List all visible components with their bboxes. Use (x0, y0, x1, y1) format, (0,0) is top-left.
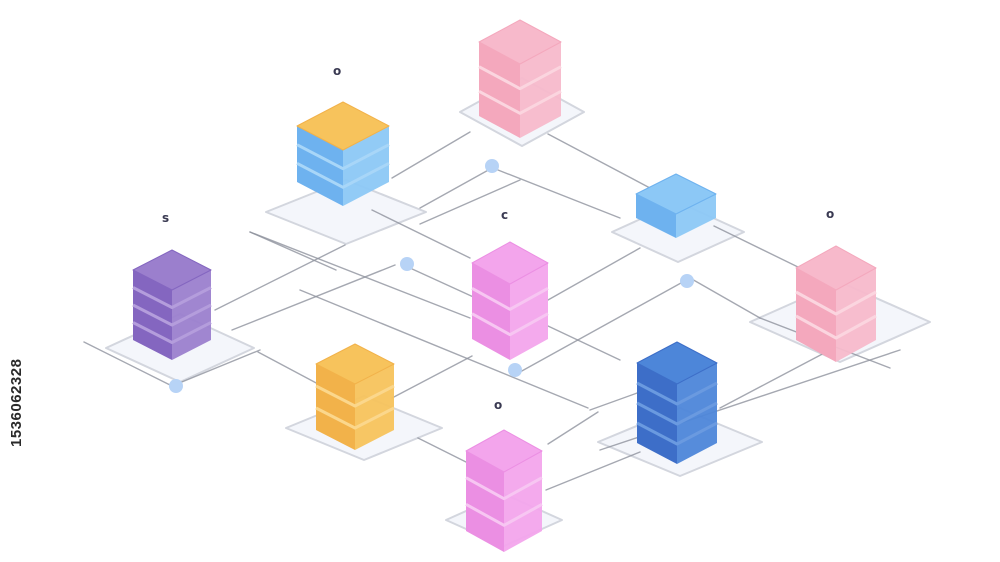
junction-dot-3 (680, 274, 694, 288)
junction-dot-1 (485, 159, 499, 173)
node-purple-band-3 (132, 321, 212, 344)
node-blue-small-right-face (676, 194, 716, 238)
glyph-label-4: o (826, 207, 834, 221)
side-id-text: 1536062328 (8, 358, 25, 448)
node-orange-blue-top-face (296, 101, 390, 151)
node-blue-dark-band-2 (636, 401, 718, 426)
node-magenta-center-right-face (510, 263, 548, 360)
junction-dots (169, 159, 694, 393)
node-purple-band-2 (132, 303, 212, 327)
node-magenta-bottom-right-face (504, 451, 542, 552)
node-pink-top-right-face (520, 42, 561, 138)
node-pink-right-left-face (796, 268, 836, 362)
connector-line-14 (547, 247, 641, 301)
node-orange-bottom-top-face (315, 343, 395, 385)
node-magenta-center (471, 241, 549, 360)
connector-line-11 (409, 267, 481, 301)
connector-line-27 (299, 289, 589, 409)
connector-line-9 (171, 349, 261, 387)
glyph-label-1: o (333, 64, 341, 78)
node-orange-bottom (315, 343, 395, 450)
connector-lines (83, 131, 901, 491)
connector-line-12 (257, 351, 321, 386)
node-pink-right-top-face (795, 245, 877, 291)
connector-line-16 (519, 277, 691, 373)
node-orange-blue (296, 101, 390, 206)
connector-line-8 (83, 341, 173, 387)
node-magenta-center-band-2 (471, 312, 549, 337)
node-orange-bottom-band-2 (315, 406, 395, 430)
node-pink-top-band-2 (478, 90, 562, 115)
node-pink-top-left-face (479, 42, 520, 138)
node-orange-blue-right-face (343, 126, 389, 206)
node-pink-right (795, 245, 877, 362)
node-magenta-bottom (465, 429, 543, 552)
node-magenta-bottom-top-face (465, 429, 543, 473)
connector-line-1 (391, 131, 471, 179)
junction-dot-2 (400, 257, 414, 271)
node-blue-small-top-face (635, 173, 717, 215)
node-pink-top-band-1 (478, 65, 562, 91)
node-pink-right-band-2 (795, 314, 877, 340)
connector-line-4 (547, 133, 651, 189)
connector-line-6 (249, 231, 471, 319)
node-magenta-center-top-face (471, 241, 549, 285)
connector-line-5 (371, 209, 471, 259)
node-pink-top-top-face (478, 19, 562, 65)
glyph-label-3: c (501, 208, 508, 222)
node-orange-blue-band-2 (296, 162, 390, 189)
connector-line-18 (713, 225, 801, 269)
node-magenta-center-band-1 (471, 287, 549, 311)
node-magenta-bottom-band-1 (465, 476, 543, 501)
junction-dot-5 (169, 379, 183, 393)
connector-line-7 (214, 244, 346, 311)
connector-line-10 (231, 264, 396, 331)
connector-line-24 (547, 411, 599, 445)
node-magenta-bottom-left-face (466, 451, 504, 552)
node-magenta-center-left-face (472, 263, 510, 360)
node-orange-blue-band-1 (296, 143, 390, 171)
connector-line-23 (545, 451, 641, 491)
node-labels: o s c o o (162, 64, 834, 412)
node-purple (132, 249, 212, 360)
glyph-label-5: o (494, 398, 502, 412)
node-pink-top (478, 19, 562, 138)
node-pink-right-band-1 (795, 290, 877, 316)
connector-line-22 (417, 437, 467, 463)
connector-line-17 (689, 277, 761, 319)
node-orange-bottom-band-1 (315, 384, 395, 408)
connector-line-3 (497, 169, 621, 219)
server-nodes (132, 19, 877, 552)
node-purple-top-face (132, 249, 212, 291)
node-pink-right-right-face (836, 268, 876, 362)
node-blue-dark-top-face (636, 341, 718, 385)
node-blue-dark-band-1 (636, 381, 718, 406)
node-orange-bottom-right-face (355, 364, 394, 450)
connector-line-15 (547, 325, 621, 361)
node-orange-bottom-left-face (316, 364, 355, 450)
connector-line-28 (419, 179, 521, 225)
node-blue-small (635, 173, 717, 238)
node-blue-dark-band-3 (636, 421, 718, 446)
connector-line-21 (719, 349, 831, 409)
glyph-label-2: s (162, 211, 169, 225)
junction-dot-4 (508, 363, 522, 377)
node-blue-dark (636, 341, 718, 464)
node-blue-small-left-face (636, 194, 676, 238)
connector-line-13 (391, 355, 473, 399)
connector-line-26 (249, 231, 337, 271)
connector-line-2 (419, 167, 493, 209)
node-magenta-bottom-band-2 (465, 503, 543, 527)
connector-line-20 (589, 391, 641, 411)
node-purple-band-1 (132, 286, 212, 309)
node-orange-blue-left-face (297, 126, 343, 206)
